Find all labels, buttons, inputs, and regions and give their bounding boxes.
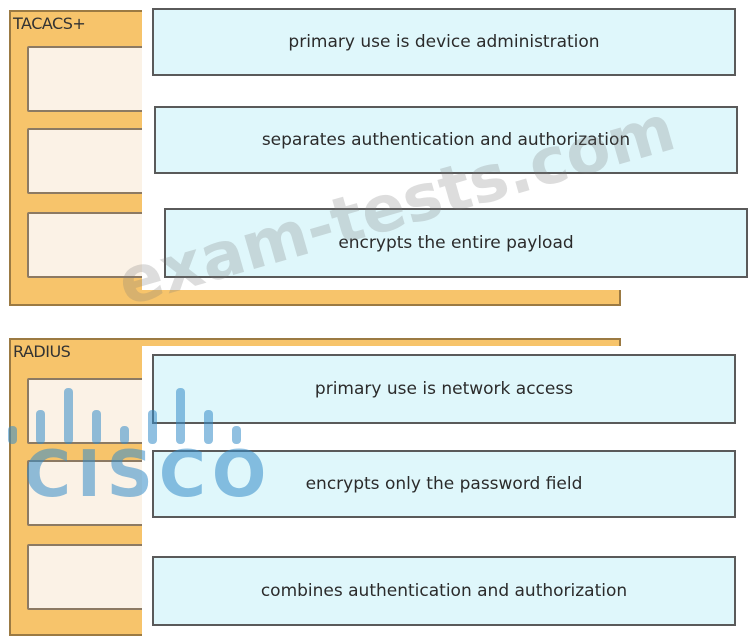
answer-card-combines-authn-authz[interactable]: combines authentication and authorizatio… [152, 556, 736, 626]
answer-card-separates-authn-authz[interactable]: separates authentication and authorizati… [154, 106, 738, 174]
answer-card-encrypts-password-only[interactable]: encrypts only the password field [152, 450, 736, 518]
tacacs-group-label: TACACS+ [13, 14, 86, 33]
answer-card-label: separates authentication and authorizati… [261, 130, 631, 150]
answer-card-label: primary use is device administration [288, 32, 600, 52]
answer-card-device-administration[interactable]: primary use is device administration [152, 8, 736, 76]
answer-card-label: primary use is network access [314, 379, 574, 399]
answer-card-label: combines authentication and authorizatio… [260, 581, 628, 601]
answer-card-network-access[interactable]: primary use is network access [152, 354, 736, 424]
answer-card-label: encrypts only the password field [305, 474, 583, 494]
answer-card-label: encrypts the entire payload [338, 233, 574, 253]
radius-group-label: RADIUS [13, 342, 71, 361]
answer-card-encrypts-entire-payload[interactable]: encrypts the entire payload [164, 208, 748, 278]
